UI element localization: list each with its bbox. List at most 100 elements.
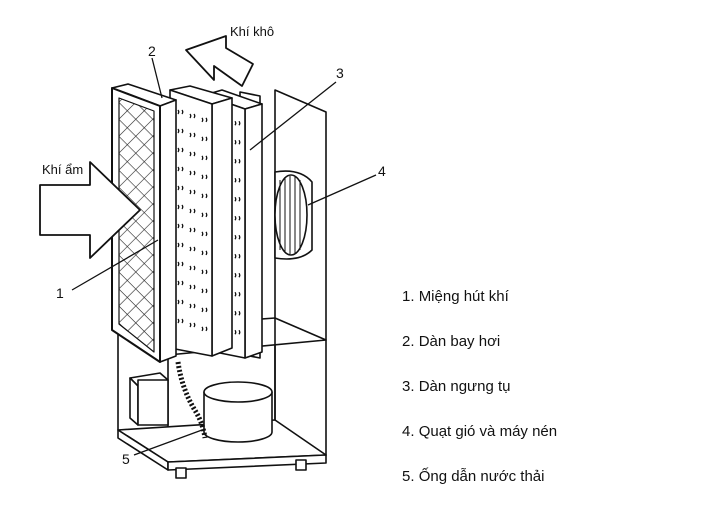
coil-slot xyxy=(181,185,184,191)
coil-slot xyxy=(205,174,208,180)
coil-slot xyxy=(238,177,241,183)
electrical-box xyxy=(129,372,169,426)
coil-slot xyxy=(193,170,196,176)
coil-slot xyxy=(238,291,241,297)
evaporator-coil xyxy=(169,85,233,357)
coil-slot xyxy=(205,307,208,313)
coil-slot xyxy=(234,139,237,145)
coil-slot xyxy=(193,227,196,233)
coil-slot xyxy=(181,318,184,324)
coil-slot xyxy=(181,261,184,267)
coil-slot xyxy=(201,269,204,275)
coil-slot xyxy=(234,158,237,164)
coil-slot xyxy=(201,117,204,123)
coil-slot xyxy=(238,158,241,164)
coil-slot xyxy=(205,212,208,218)
legend-item-5: 5. Ống dẫn nước thải xyxy=(402,464,702,509)
coil-slot xyxy=(189,227,192,233)
coil-slot xyxy=(181,242,184,248)
legend-item-3: 3. Dàn ngưng tụ xyxy=(402,374,702,419)
coil-slot xyxy=(201,288,204,294)
legend-text: Ống dẫn nước thải xyxy=(418,468,545,485)
coil-slot xyxy=(177,280,180,286)
coil-slot xyxy=(234,310,237,316)
coil-slot xyxy=(189,322,192,328)
coil-slot xyxy=(177,204,180,210)
coil-slot xyxy=(181,166,184,172)
coil-slot xyxy=(189,113,192,119)
coil-slot xyxy=(193,132,196,138)
coil-slot xyxy=(238,329,241,335)
coil-slot xyxy=(189,246,192,252)
fan xyxy=(274,170,313,260)
wet-air-label: Khí ẩm xyxy=(42,162,83,177)
coil-slot xyxy=(205,117,208,123)
legend-text: Quạt gió và máy nén xyxy=(418,423,558,440)
legend: 1. Miệng hút khí 2. Dàn bay hơi 3. Dàn n… xyxy=(402,284,702,509)
coil-slot xyxy=(201,136,204,142)
coil-slot xyxy=(234,234,237,240)
callout-1: 1 xyxy=(56,285,64,301)
coil-slot xyxy=(238,272,241,278)
coil-slot xyxy=(189,151,192,157)
coil-slot xyxy=(201,326,204,332)
coil-slot xyxy=(238,120,241,126)
legend-item-1: 1. Miệng hút khí xyxy=(402,284,702,329)
legend-number: 4. xyxy=(402,423,415,440)
drain-pipe xyxy=(175,361,208,439)
coil-slot xyxy=(201,231,204,237)
coil-slot xyxy=(193,303,196,309)
coil-slot xyxy=(238,310,241,316)
coil-slot xyxy=(193,189,196,195)
legend-number: 3. xyxy=(402,378,415,395)
wet-air-arrow xyxy=(39,161,141,259)
coil-slot xyxy=(189,208,192,214)
coil-slot xyxy=(234,272,237,278)
coil-slot xyxy=(181,204,184,210)
coil-slot xyxy=(181,109,184,115)
coil-slot xyxy=(181,147,184,153)
coil-slot xyxy=(193,246,196,252)
coil-slot xyxy=(238,215,241,221)
coil-slot xyxy=(193,113,196,119)
coil-slot xyxy=(238,253,241,259)
coil-slot xyxy=(201,174,204,180)
coil-slot xyxy=(234,329,237,335)
coil-slot xyxy=(234,291,237,297)
coil-slot xyxy=(193,208,196,214)
coil-slot xyxy=(189,265,192,271)
coil-slot xyxy=(205,288,208,294)
coil-slot xyxy=(177,166,180,172)
coil-slot xyxy=(234,120,237,126)
coil-slot xyxy=(181,223,184,229)
coil-slot xyxy=(193,284,196,290)
coil-slot xyxy=(205,326,208,332)
legend-number: 5. xyxy=(402,468,415,485)
coil-slot xyxy=(181,128,184,134)
coil-slot xyxy=(189,132,192,138)
coil-slot xyxy=(193,265,196,271)
coil-slot xyxy=(238,139,241,145)
coil-slot xyxy=(177,147,180,153)
coil-slot xyxy=(234,215,237,221)
coil-slot xyxy=(201,193,204,199)
coil-slot xyxy=(177,185,180,191)
coil-slot xyxy=(177,299,180,305)
coil-slot xyxy=(238,234,241,240)
compressor xyxy=(203,381,273,443)
coil-slot xyxy=(234,196,237,202)
callout-5: 5 xyxy=(122,451,130,467)
wheels xyxy=(175,459,307,479)
coil-slot xyxy=(177,128,180,134)
coil-slot xyxy=(234,177,237,183)
callout-2: 2 xyxy=(148,43,156,59)
coil-slot xyxy=(193,151,196,157)
coil-slot xyxy=(177,261,180,267)
coil-slot xyxy=(181,280,184,286)
coil-slot xyxy=(177,242,180,248)
legend-text: Dàn ngưng tụ xyxy=(418,378,511,395)
legend-number: 2. xyxy=(402,333,415,350)
coil-slot xyxy=(177,223,180,229)
coil-slot xyxy=(205,250,208,256)
